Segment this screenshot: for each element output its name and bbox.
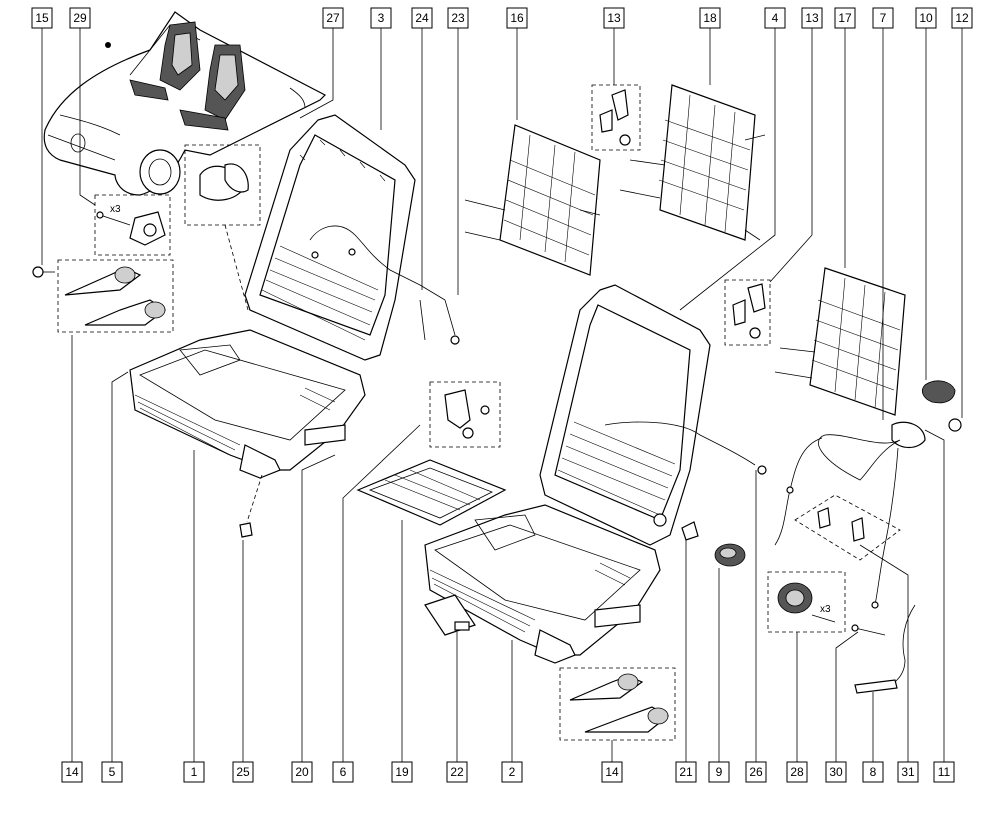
callout-3: 3 xyxy=(370,7,392,29)
mechanism-group-29 xyxy=(94,194,171,256)
svg-text:13: 13 xyxy=(805,11,819,25)
svg-text:1: 1 xyxy=(191,765,198,779)
svg-text:24: 24 xyxy=(415,11,429,25)
callout-16: 16 xyxy=(506,7,528,29)
svg-text:12: 12 xyxy=(955,11,969,25)
svg-text:9: 9 xyxy=(716,765,723,779)
seat-back-panel-18 xyxy=(619,84,766,241)
left-seat-base xyxy=(129,329,366,479)
callout-22: 22 xyxy=(446,761,468,783)
callout-13-a: 13 xyxy=(603,7,625,29)
pin-group-31 xyxy=(794,494,901,561)
svg-text:23: 23 xyxy=(451,11,465,25)
callout-14-b: 14 xyxy=(601,761,623,783)
callout-25: 25 xyxy=(232,761,254,783)
callout-23: 23 xyxy=(447,7,469,29)
svg-text:27: 27 xyxy=(326,11,340,25)
svg-text:14: 14 xyxy=(65,765,79,779)
callout-13-b: 13 xyxy=(801,7,823,29)
svg-text:10: 10 xyxy=(919,11,933,25)
svg-text:25: 25 xyxy=(236,765,250,779)
svg-text:17: 17 xyxy=(838,11,852,25)
svg-text:16: 16 xyxy=(510,11,524,25)
callout-7: 7 xyxy=(872,7,894,29)
center-seat-base xyxy=(424,504,661,664)
svg-text:5: 5 xyxy=(109,765,116,779)
callout-8: 8 xyxy=(862,761,884,783)
callout-9: 9 xyxy=(708,761,730,783)
svg-text:6: 6 xyxy=(340,765,347,779)
svg-text:14: 14 xyxy=(605,765,619,779)
callout-12: 12 xyxy=(951,7,973,29)
quantity-label-28: x3 xyxy=(820,604,831,615)
callout-1: 1 xyxy=(183,761,205,783)
callout-15: 15 xyxy=(31,7,53,29)
svg-text:31: 31 xyxy=(901,765,915,779)
cable-30-8 xyxy=(851,604,916,694)
callout-27: 27 xyxy=(322,7,344,29)
svg-text:28: 28 xyxy=(790,765,804,779)
motor-group-28 xyxy=(767,571,846,633)
bolt-15 xyxy=(32,266,55,278)
svg-text:22: 22 xyxy=(450,765,464,779)
car-thumbnail xyxy=(43,11,327,196)
bolt-12 xyxy=(948,418,962,432)
svg-text:30: 30 xyxy=(829,765,843,779)
svg-text:21: 21 xyxy=(679,765,693,779)
bottom-callouts: 14 5 1 25 20 6 19 22 2 14 21 9 26 28 30 … xyxy=(61,761,955,783)
svg-text:13: 13 xyxy=(607,11,621,25)
svg-text:19: 19 xyxy=(395,765,409,779)
bracket-group-13-right xyxy=(724,279,771,346)
bracket-22 xyxy=(424,594,476,636)
callout-6: 6 xyxy=(332,761,354,783)
cover-10 xyxy=(921,380,956,404)
callout-18: 18 xyxy=(699,7,721,29)
svg-text:4: 4 xyxy=(772,11,779,25)
callout-14-a: 14 xyxy=(61,761,83,783)
left-seat-back-frame xyxy=(244,114,460,361)
callout-26: 26 xyxy=(745,761,767,783)
knob-9 xyxy=(714,543,746,567)
leader-lines xyxy=(41,28,963,762)
callout-24: 24 xyxy=(411,7,433,29)
callout-21: 21 xyxy=(675,761,697,783)
handle-group-14-left xyxy=(57,259,174,333)
callout-4: 4 xyxy=(764,7,786,29)
callout-19: 19 xyxy=(391,761,413,783)
svg-text:20: 20 xyxy=(295,765,309,779)
hinge-group-20 xyxy=(429,381,501,448)
callout-17: 17 xyxy=(834,7,856,29)
cover-group-left xyxy=(184,144,261,311)
connector-21 xyxy=(681,521,699,541)
handle-group-14-right xyxy=(559,667,676,741)
svg-text:2: 2 xyxy=(509,765,516,779)
center-seat-back-frame xyxy=(539,284,767,546)
callout-5: 5 xyxy=(101,761,123,783)
svg-text:26: 26 xyxy=(749,765,763,779)
lever-7 xyxy=(774,421,926,609)
callout-11: 11 xyxy=(933,761,955,783)
svg-text:8: 8 xyxy=(870,765,877,779)
callout-20: 20 xyxy=(291,761,313,783)
callout-31: 31 xyxy=(897,761,919,783)
cap-25 xyxy=(239,474,263,538)
svg-text:7: 7 xyxy=(880,11,887,25)
seat-pan-frame-19 xyxy=(356,459,507,526)
svg-text:3: 3 xyxy=(378,11,385,25)
callout-28: 28 xyxy=(786,761,808,783)
svg-text:29: 29 xyxy=(73,11,87,25)
callout-2: 2 xyxy=(501,761,523,783)
callout-30: 30 xyxy=(825,761,847,783)
seat-back-panel-16 xyxy=(464,124,601,276)
svg-text:15: 15 xyxy=(35,11,49,25)
callout-10: 10 xyxy=(915,7,937,29)
quantity-label-29: x3 xyxy=(110,204,121,215)
svg-text:11: 11 xyxy=(938,765,951,779)
svg-text:18: 18 xyxy=(703,11,717,25)
top-callouts: 15 29 27 3 24 23 16 13 18 4 13 17 7 10 1… xyxy=(31,7,973,29)
seat-back-panel-17 xyxy=(774,267,906,416)
bracket-group-13-top xyxy=(591,84,641,151)
callout-29: 29 xyxy=(69,7,91,29)
